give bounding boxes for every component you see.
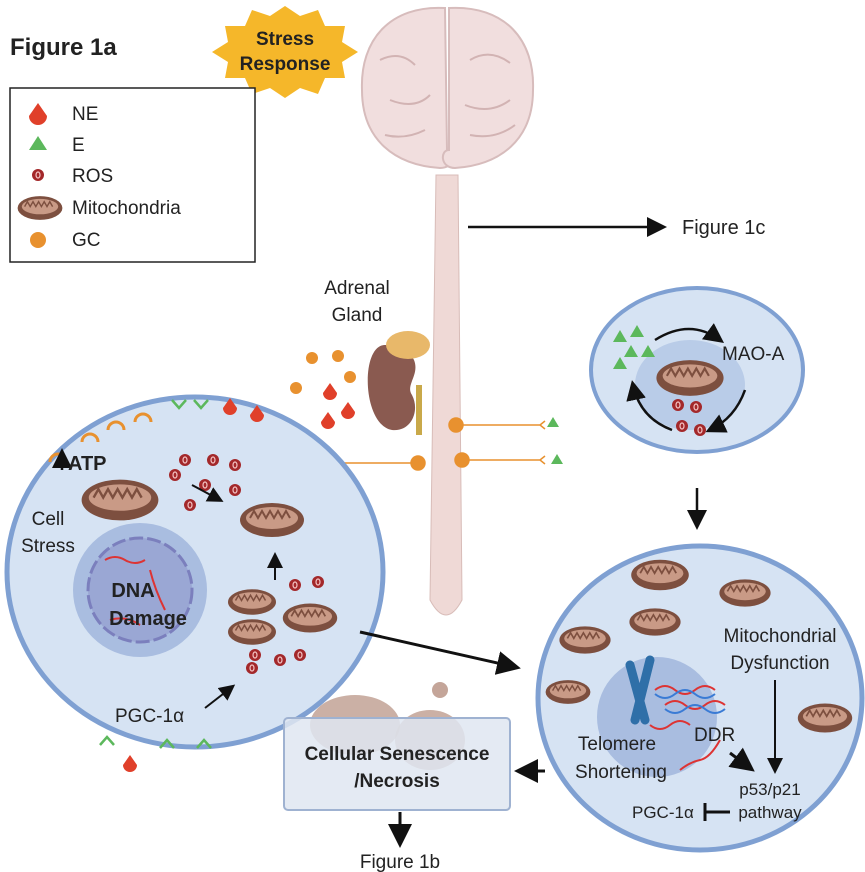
mitochondrial-dysfunction-label-2: Dysfunction xyxy=(730,653,829,674)
figure-1c-label: Figure 1c xyxy=(682,217,765,239)
svg-text:E: E xyxy=(72,135,85,156)
mitochondrial-dysfunction-label: Mitochondrial xyxy=(724,626,837,647)
cell-stress-label: Cell xyxy=(32,509,65,530)
dna-damage-label: DNA xyxy=(111,580,154,602)
mao-a-label: MAO-A xyxy=(722,344,785,365)
senescence-box: Cellular Senescence /Necrosis xyxy=(283,682,511,811)
p53-p21-label: p53/p21 xyxy=(739,780,800,799)
telomere-shortening-label: Telomere xyxy=(578,734,656,755)
p53-p21-label-2: pathway xyxy=(738,803,802,822)
ros-circle-icon xyxy=(31,168,45,182)
svg-text:Response: Response xyxy=(240,54,331,75)
senescence-label: Cellular Senescence xyxy=(305,744,490,765)
atp-label: ATP xyxy=(68,453,107,475)
cell-stress-label-2: Stress xyxy=(21,536,75,557)
mitochondria-icon xyxy=(16,195,64,221)
ddr-label: DDR xyxy=(694,725,735,746)
figure-1b-label: Figure 1b xyxy=(360,852,440,872)
nerve-fibers xyxy=(334,417,563,471)
stressed-cell: ATP Cell Stress DNA Damage PGC-1α xyxy=(4,394,386,772)
svg-text:Mitochondria: Mitochondria xyxy=(72,198,181,219)
svg-text:Stress: Stress xyxy=(256,29,314,50)
mao-a-cell: MAO-A xyxy=(589,286,805,454)
red-drop-icon xyxy=(29,103,47,125)
kidney-adrenal xyxy=(367,331,430,435)
adrenal-gland-label: Adrenal xyxy=(324,278,390,299)
senescence-label-2: /Necrosis xyxy=(354,771,440,792)
svg-text:ROS: ROS xyxy=(72,166,113,187)
figure-title: Figure 1a xyxy=(10,34,117,61)
svg-text:GC: GC xyxy=(72,230,101,251)
pgc-1a-label-right: PGC-1α xyxy=(632,803,694,822)
adrenal-gland-label-2: Gland xyxy=(332,305,383,326)
dysfunctional-cell: Mitochondrial Dysfunction DDR Telomere S… xyxy=(535,543,865,853)
telomere-shortening-label-2: Shortening xyxy=(575,762,667,783)
pgc-1a-label-left: PGC-1α xyxy=(115,706,184,727)
svg-text:NE: NE xyxy=(72,104,98,125)
orange-dot-icon xyxy=(30,232,46,248)
green-triangle-icon xyxy=(29,136,47,150)
dna-damage-label-2: Damage xyxy=(109,608,187,630)
brain xyxy=(360,6,535,616)
legend: NE E ROS Mitochondria GC xyxy=(9,87,256,263)
stress-response-badge: Stress Response xyxy=(212,6,358,98)
